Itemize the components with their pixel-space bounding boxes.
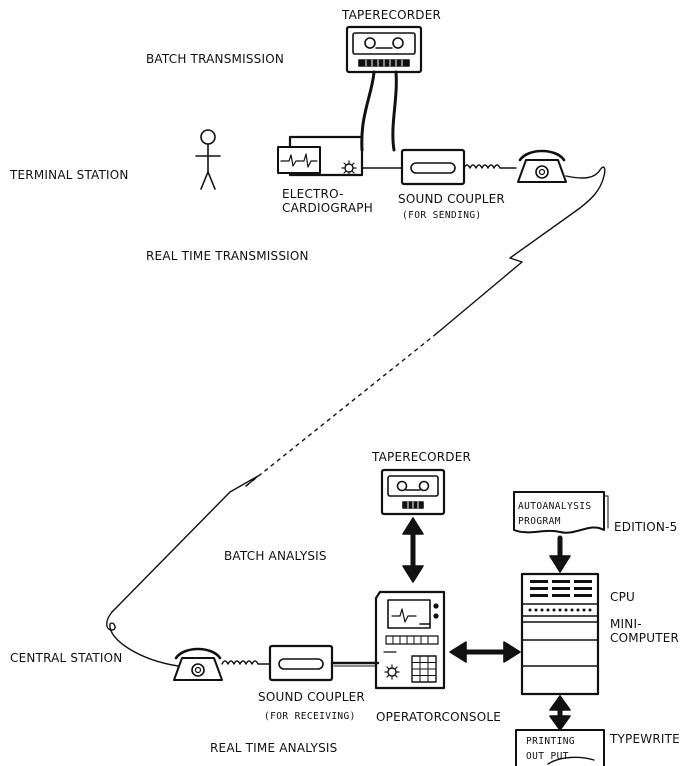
taperecorder-top-label: TAPERECORDER bbox=[342, 8, 441, 22]
telephone-icon bbox=[518, 151, 566, 182]
real-time-analysis-label: REAL TIME ANALYSIS bbox=[210, 741, 337, 755]
real-time-transmission-label: REAL TIME TRANSMISSION bbox=[146, 249, 309, 263]
transmission-line bbox=[112, 208, 580, 612]
autoanalysis-program-label: AUTOANALYSIS PROGRAM bbox=[518, 499, 591, 529]
tape-recorder-icon bbox=[382, 470, 444, 514]
sound-coupler-icon bbox=[402, 150, 464, 184]
tape-recorder-icon bbox=[347, 27, 421, 72]
minicomputer-icon bbox=[522, 574, 598, 694]
electrocardiograph-label: ELECTRO- CARDIOGRAPH bbox=[282, 187, 373, 215]
double-arrow-vertical-icon bbox=[550, 696, 570, 730]
sound-coupler-receive-label: SOUND COUPLER bbox=[258, 690, 365, 704]
double-arrow-vertical-icon bbox=[403, 518, 423, 582]
arrow-down-icon bbox=[550, 538, 570, 572]
for-sending-label: (FOR SENDING) bbox=[402, 209, 482, 223]
double-arrow-horizontal-icon bbox=[450, 642, 520, 662]
electrocardiograph-icon bbox=[278, 137, 362, 175]
cpu-label: CPU bbox=[610, 590, 635, 604]
tape-recorder-cables bbox=[362, 72, 397, 150]
terminal-station-label: TERMINAL STATION bbox=[10, 168, 129, 182]
minicomputer-label: MINI- COMPUTER bbox=[610, 617, 679, 645]
for-receiving-label: (FOR RECEIVING) bbox=[264, 710, 356, 724]
cord-top-right bbox=[566, 167, 605, 208]
batch-transmission-label: BATCH TRANSMISSION bbox=[146, 52, 284, 66]
taperecorder-bottom-label: TAPERECORDER bbox=[372, 450, 471, 464]
central-station-label: CENTRAL STATION bbox=[10, 651, 122, 665]
person-icon bbox=[196, 130, 220, 189]
batch-analysis-label: BATCH ANALYSIS bbox=[224, 549, 327, 563]
coil-cord-bottom bbox=[222, 661, 270, 664]
edition-label: EDITION-5 bbox=[614, 520, 677, 534]
operator-console-label: OPERATORCONSOLE bbox=[376, 710, 501, 724]
sound-coupler-send-label: SOUND COUPLER bbox=[398, 192, 505, 206]
telephone-icon bbox=[174, 649, 222, 680]
sound-coupler-icon bbox=[270, 646, 332, 680]
coil-cord-top bbox=[464, 165, 516, 168]
printing-output-label: PRINTING OUT PUT bbox=[526, 734, 575, 764]
operator-console-icon bbox=[376, 592, 444, 688]
